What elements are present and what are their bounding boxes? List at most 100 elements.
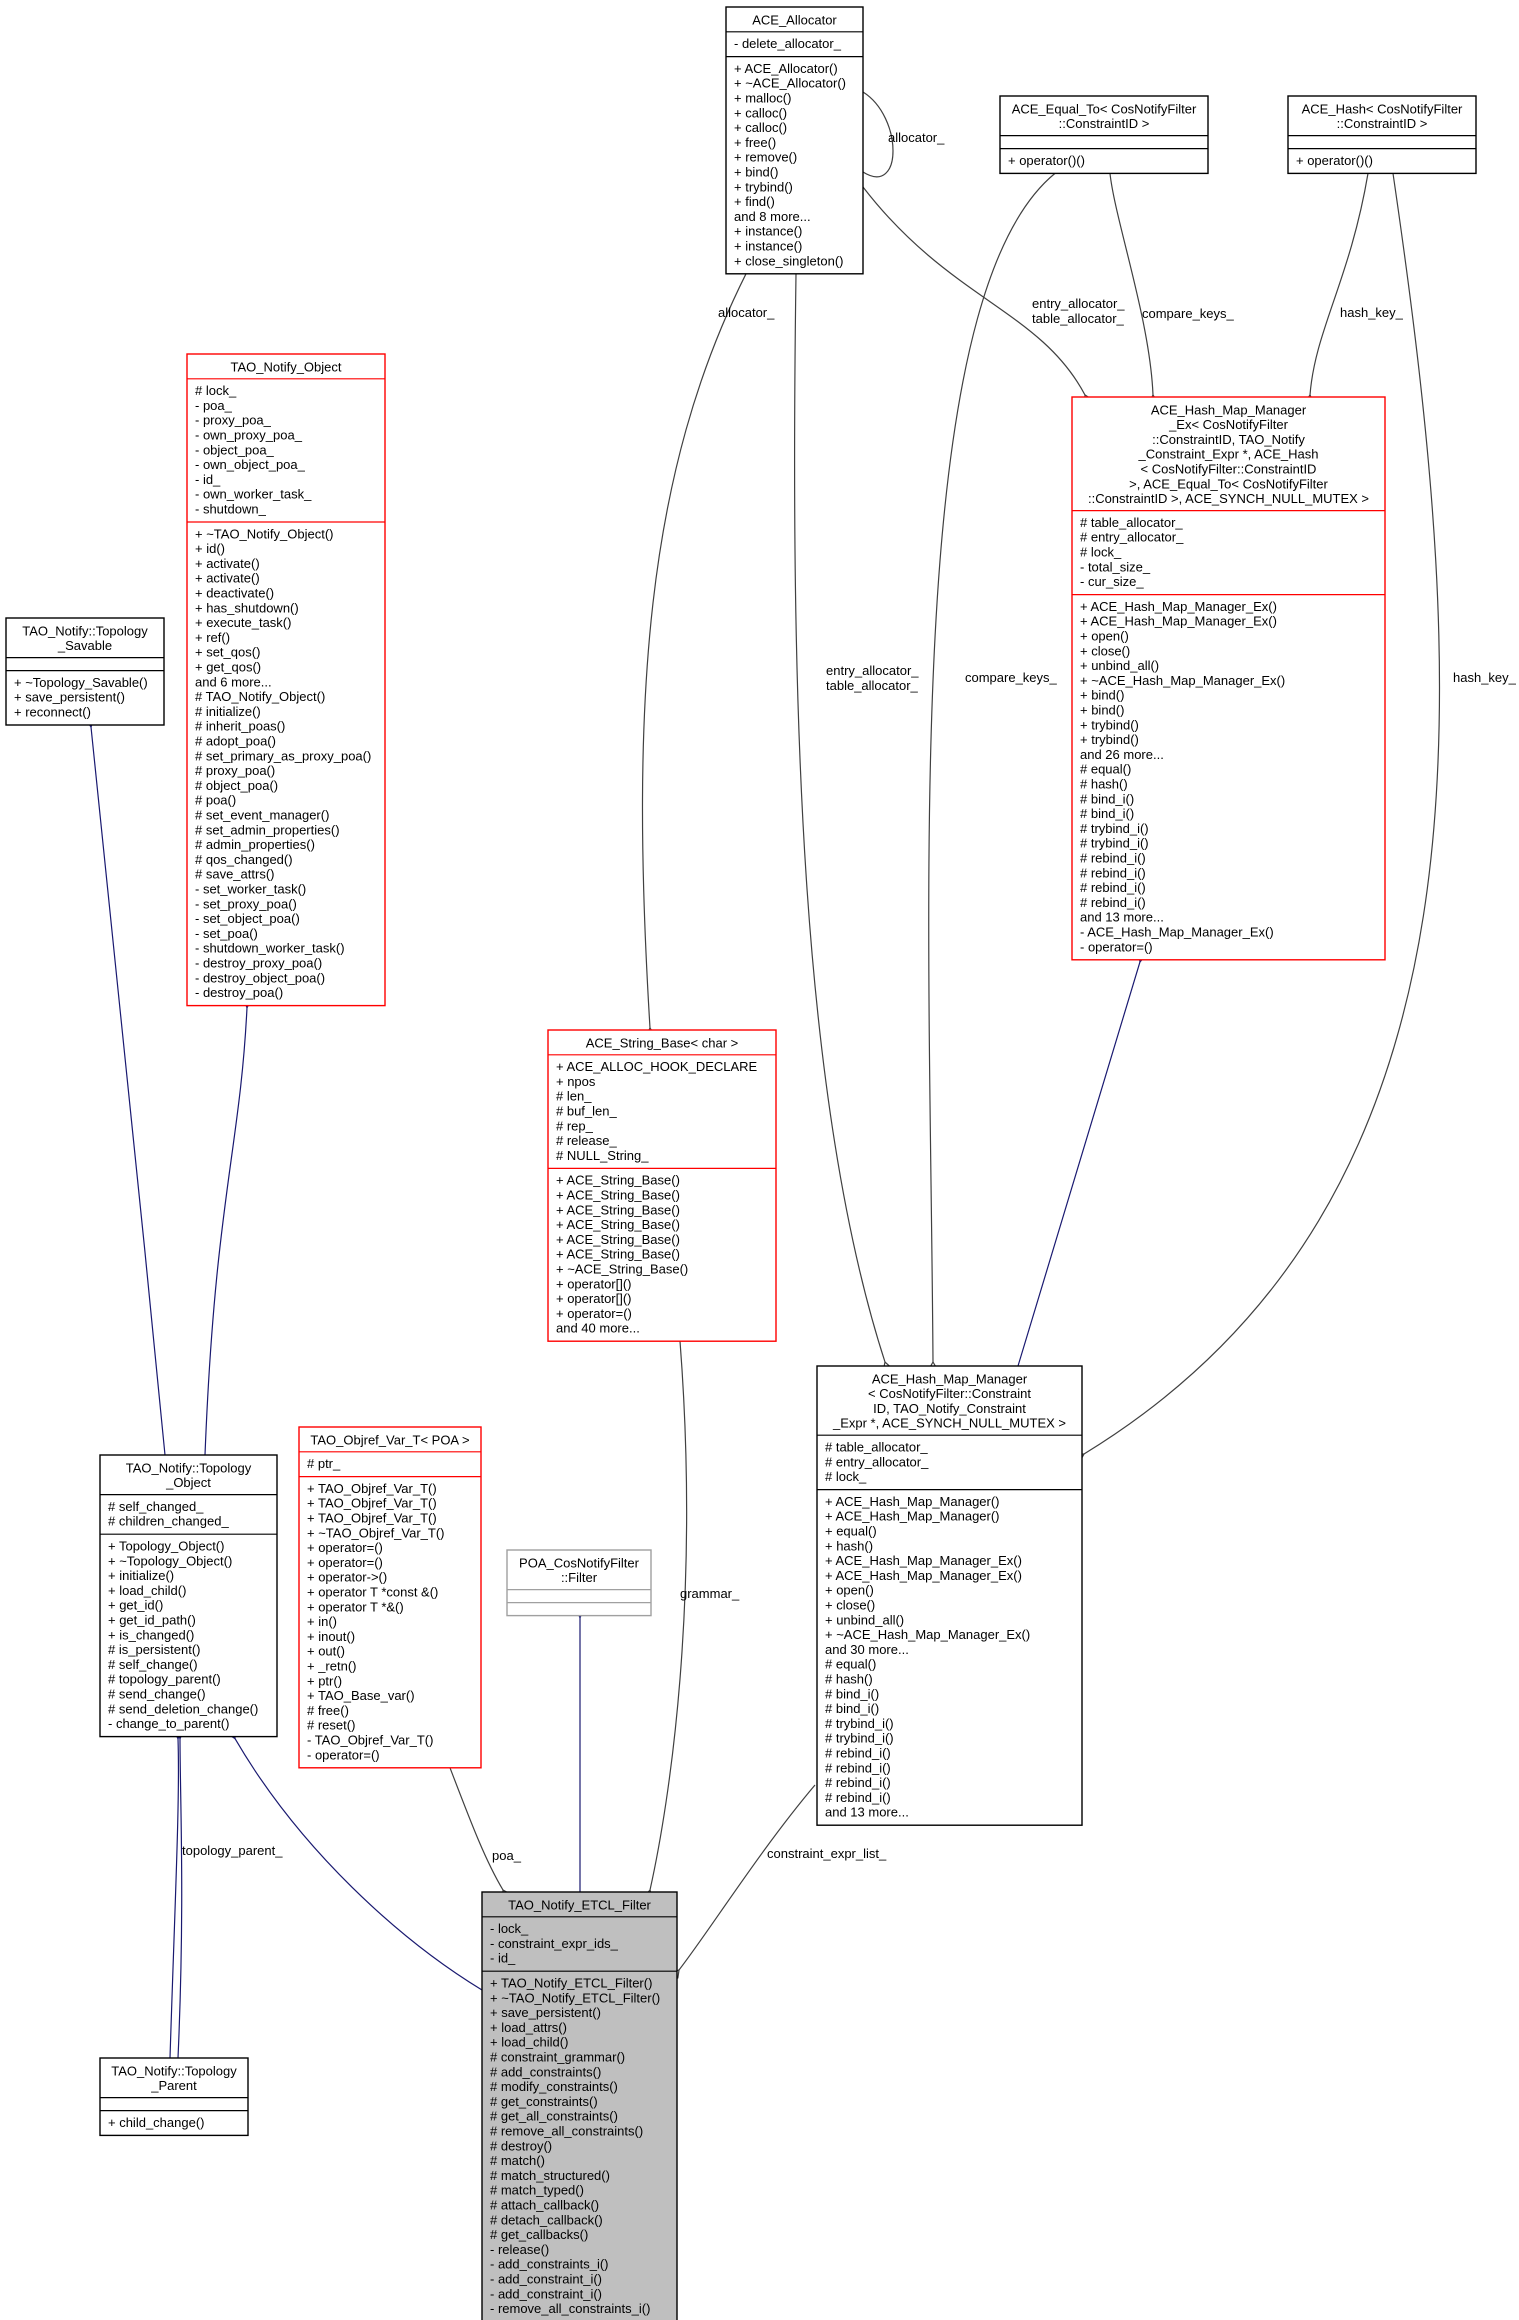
class-method: + ACE_String_Base() <box>556 1247 680 1262</box>
class-method: + ~TAO_Notify_Object() <box>195 526 333 541</box>
class-method: + ptr() <box>307 1673 342 1688</box>
class-method: - set_object_poa() <box>195 911 300 926</box>
class-box-ace-allocator[interactable]: ACE_Allocator- delete_allocator_+ ACE_Al… <box>725 6 864 275</box>
class-method: - release() <box>490 2242 549 2257</box>
class-title-line: ACE_Hash< CosNotifyFilter <box>1302 101 1463 116</box>
class-method: + set_qos() <box>195 645 260 660</box>
edge-poa <box>449 1767 503 1890</box>
class-method: + ACE_Hash_Map_Manager_Ex() <box>1080 599 1277 614</box>
class-box-hash-map-manager[interactable]: ACE_Hash_Map_Manager< CosNotifyFilter::C… <box>816 1365 1083 1826</box>
class-method: + ref() <box>195 630 230 645</box>
class-method: # rebind_i() <box>825 1746 891 1761</box>
class-method: + trybind() <box>1080 717 1139 732</box>
edge-label-topology-parent: topology_parent_ <box>182 1843 283 1858</box>
class-method: # initialize() <box>195 704 261 719</box>
edge-grammar <box>650 1341 688 1890</box>
class-title-line: ::ConstraintID, TAO_Notify <box>1152 432 1305 447</box>
class-title-line: _Parent <box>150 2078 197 2093</box>
class-attribute: # lock_ <box>1080 545 1122 560</box>
class-title-line: POA_CosNotifyFilter <box>519 1555 640 1570</box>
class-method: + ACE_Hash_Map_Manager() <box>825 1494 1000 1509</box>
class-box-etcl-filter[interactable]: TAO_Notify_ETCL_Filter- lock_- constrain… <box>481 1891 678 2320</box>
edge-label-hash-ex: hash_key_ <box>1340 305 1404 320</box>
class-box-ace-hash[interactable]: ACE_Hash< CosNotifyFilter::ConstraintID … <box>1287 95 1477 175</box>
class-method: # topology_parent() <box>108 1672 221 1687</box>
class-method: + ~ACE_String_Base() <box>556 1262 688 1277</box>
class-method: + operator=() <box>307 1555 383 1570</box>
class-attribute: # lock_ <box>825 1469 867 1484</box>
edge-topobj-inherits-notify <box>204 1008 247 1456</box>
class-method: # object_poa() <box>195 778 278 793</box>
class-attribute: - own_proxy_poa_ <box>195 428 303 443</box>
class-method: # bind_i() <box>1080 791 1134 806</box>
class-method: + operator=() <box>556 1306 632 1321</box>
class-box-tao-notify-object[interactable]: TAO_Notify_Object# lock_- poa_- proxy_po… <box>186 353 386 1007</box>
class-method: + load_child() <box>108 1583 186 1598</box>
class-method: # destroy() <box>490 2138 552 2153</box>
class-attribute: - own_object_poa_ <box>195 457 306 472</box>
class-method: + instance() <box>734 239 802 254</box>
class-method: + ACE_Hash_Map_Manager() <box>825 1509 1000 1524</box>
class-method: # self_change() <box>108 1657 198 1672</box>
class-box-frame <box>99 2057 249 2137</box>
class-title-line: _Ex< CosNotifyFilter <box>1168 417 1289 432</box>
class-box-topology-savable[interactable]: TAO_Notify::Topology_Savable+ ~Topology_… <box>5 617 165 726</box>
class-attribute: # entry_allocator_ <box>1080 530 1184 545</box>
class-method: + activate() <box>195 571 260 586</box>
class-method: + ~TAO_Notify_ETCL_Filter() <box>490 1990 660 2005</box>
class-method: + trybind() <box>1080 732 1139 747</box>
class-title-line: TAO_Notify::Topology <box>22 623 148 638</box>
class-method: + equal() <box>825 1524 877 1539</box>
class-method: + load_attrs() <box>490 2020 567 2035</box>
class-method: + ~ACE_Hash_Map_Manager_Ex() <box>1080 673 1285 688</box>
class-method: + TAO_Base_var() <box>307 1688 415 1703</box>
class-method: # bind_i() <box>1080 806 1134 821</box>
class-method: + ~TAO_Objref_Var_T() <box>307 1525 445 1540</box>
class-method: # send_change() <box>108 1687 206 1702</box>
class-method: - destroy_object_poa() <box>195 970 325 985</box>
class-method: - add_constraint_i() <box>490 2286 602 2301</box>
class-method: and 40 more... <box>556 1321 640 1336</box>
class-method: + ACE_String_Base() <box>556 1217 680 1232</box>
class-title-line: ID, TAO_Notify_Constraint <box>873 1401 1026 1416</box>
class-method: + operator T *&() <box>307 1599 404 1614</box>
edge-label-entry-table-ex: entry_allocator_ <box>1032 296 1125 311</box>
class-box-ace-equal-to[interactable]: ACE_Equal_To< CosNotifyFilter::Constrain… <box>999 95 1209 175</box>
class-box-poa-filter[interactable]: POA_CosNotifyFilter::Filter <box>506 1549 652 1617</box>
edge-hash-mapex <box>1310 173 1369 395</box>
class-method: + initialize() <box>108 1568 174 1583</box>
class-method: + TAO_Objref_Var_T() <box>307 1511 437 1526</box>
class-method: # free() <box>307 1703 349 1718</box>
class-method: + get_id_path() <box>108 1613 196 1628</box>
class-method: # get_constraints() <box>490 2094 598 2109</box>
class-method: and 13 more... <box>825 1805 909 1820</box>
class-box-topology-parent[interactable]: TAO_Notify::Topology_Parent+ child_chang… <box>99 2057 249 2137</box>
edge-allocator-self <box>863 91 894 178</box>
class-method: + is_changed() <box>108 1627 194 1642</box>
edge-label-layer: allocator_allocator_entry_allocator_tabl… <box>182 130 1517 1863</box>
class-box-ace-string-base[interactable]: ACE_String_Base< char >+ ACE_ALLOC_HOOK_… <box>547 1029 777 1342</box>
class-method: - set_worker_task() <box>195 882 306 897</box>
class-attribute: - cur_size_ <box>1080 574 1144 589</box>
class-box-tao-objref-var[interactable]: TAO_Objref_Var_T< POA ># ptr_+ TAO_Objre… <box>298 1426 482 1769</box>
class-title-line: ::Filter <box>561 1570 598 1585</box>
class-method: # rebind_i() <box>825 1775 891 1790</box>
class-method: + ~ACE_Allocator() <box>734 76 846 91</box>
class-method: # rebind_i() <box>1080 895 1146 910</box>
class-method: + TAO_Objref_Var_T() <box>307 1481 437 1496</box>
class-method: # get_callbacks() <box>490 2227 588 2242</box>
class-box-hash-map-manager-ex[interactable]: ACE_Hash_Map_Manager_Ex< CosNotifyFilter… <box>1071 396 1386 961</box>
class-attribute: - id_ <box>195 472 221 487</box>
class-method: and 30 more... <box>825 1642 909 1657</box>
edge-topobj-inherits-savable <box>91 727 166 1456</box>
class-box-topology-object[interactable]: TAO_Notify::Topology_Object# self_change… <box>99 1454 278 1738</box>
class-method: + ACE_String_Base() <box>556 1173 680 1188</box>
class-method: - set_poa() <box>195 926 258 941</box>
edge-label-compare-mgr: compare_keys_ <box>965 670 1058 685</box>
class-method: # bind_i() <box>825 1686 879 1701</box>
class-method: + load_child() <box>490 2035 568 2050</box>
class-title-line: _Expr *, ACE_SYNCH_NULL_MUTEX > <box>832 1416 1066 1431</box>
class-box-frame <box>547 1029 777 1342</box>
class-method: + operator[]() <box>556 1291 632 1306</box>
